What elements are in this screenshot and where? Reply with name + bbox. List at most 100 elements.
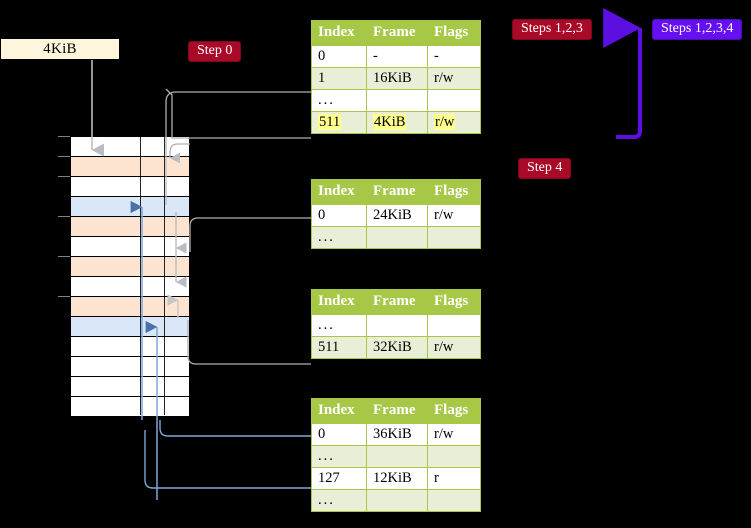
table-cell: ... [311, 489, 367, 512]
table-cell: r/w [427, 423, 481, 446]
table-cell: - [366, 45, 428, 68]
memory-row [71, 197, 189, 217]
table-cell: r/w [427, 67, 481, 90]
table-row: ... [311, 489, 481, 512]
column-header-frame: Frame [366, 289, 428, 315]
column-header-index: Index [311, 179, 367, 205]
memory-row [71, 257, 189, 277]
ellipsis: ... [318, 229, 335, 245]
memory-divider-1 [140, 137, 141, 415]
badge-step-0: Step 0 [188, 41, 242, 62]
column-header-flags: Flags [427, 20, 481, 46]
table-cell: ... [311, 226, 367, 249]
table-cell: r/w [427, 111, 481, 134]
column-header-frame: Frame [366, 179, 428, 205]
highlighted-value: r/w [434, 114, 456, 130]
table-cell [366, 489, 428, 512]
table-cell [427, 89, 481, 112]
table-cell: 511 [311, 111, 367, 134]
badge-step-4: Step 4 [518, 158, 572, 179]
frame-size-box: 4KiB [0, 38, 120, 60]
ellipsis: ... [318, 317, 335, 333]
table-cell: ... [311, 89, 367, 112]
wire-table3-row127 [144, 430, 311, 489]
table-cell [427, 226, 481, 249]
table-cell: r/w [427, 204, 481, 227]
table-cell: 0 [311, 204, 367, 227]
table-row: ... [311, 226, 481, 249]
highlighted-value: 511 [318, 114, 342, 130]
wire-table2-out [187, 320, 311, 365]
table-cell: 4KiB [366, 111, 428, 134]
table-row: ... [311, 314, 481, 337]
table-cell: ... [311, 314, 367, 337]
badge-steps-123: Steps 1,2,3 [512, 19, 592, 40]
memory-row [71, 217, 189, 237]
table-cell [366, 314, 428, 337]
column-header-frame: Frame [366, 398, 428, 424]
table-cell: 24KiB [366, 204, 428, 227]
badge-steps-123-label: Steps 1,2,3 [521, 21, 583, 36]
memory-row [71, 397, 189, 417]
column-header-index: Index [311, 289, 367, 315]
table-cell [366, 445, 428, 468]
physical-memory-column [70, 136, 190, 417]
table-cell: 1 [311, 67, 367, 90]
table-cell [427, 489, 481, 512]
column-header-flags: Flags [427, 398, 481, 424]
wire-table3-row0 [159, 420, 311, 437]
memory-row [71, 177, 189, 197]
table-cell: 511 [311, 336, 367, 359]
memory-row [71, 237, 189, 257]
badge-step-4-label: Step 4 [527, 160, 563, 175]
table-cell: r/w [427, 336, 481, 359]
memory-tick-1 [58, 156, 70, 157]
table-cell: 0 [311, 45, 367, 68]
memory-row [71, 277, 189, 297]
table-cell: - [427, 45, 481, 68]
memory-tick-5 [58, 296, 70, 297]
table-cell: 127 [311, 467, 367, 490]
table-cell [427, 445, 481, 468]
table-cell: 32KiB [366, 336, 428, 359]
wire-table1-out [189, 217, 311, 252]
table-cell: 0 [311, 423, 367, 446]
highlighted-value: 4KiB [373, 114, 407, 130]
table-cell: r [427, 467, 481, 490]
column-header-frame: Frame [366, 20, 428, 46]
wire-table0-to-left [165, 88, 311, 139]
memory-row [71, 157, 189, 177]
ellipsis: ... [318, 92, 335, 108]
table-cell: 16KiB [366, 67, 428, 90]
column-header-index: Index [311, 398, 367, 424]
badge-steps-1234-label: Steps 1,2,3,4 [661, 21, 734, 36]
table-cell: 36KiB [366, 423, 428, 446]
memory-tick-2 [58, 176, 70, 177]
table-cell [366, 226, 428, 249]
ellipsis: ... [318, 492, 335, 508]
table-row: 511 4KiB r/w [311, 111, 481, 134]
memory-tick-4 [58, 256, 70, 257]
table-cell [427, 314, 481, 337]
memory-row [71, 357, 189, 377]
table-row: ... [311, 445, 481, 468]
table-cell: 12KiB [366, 467, 428, 490]
